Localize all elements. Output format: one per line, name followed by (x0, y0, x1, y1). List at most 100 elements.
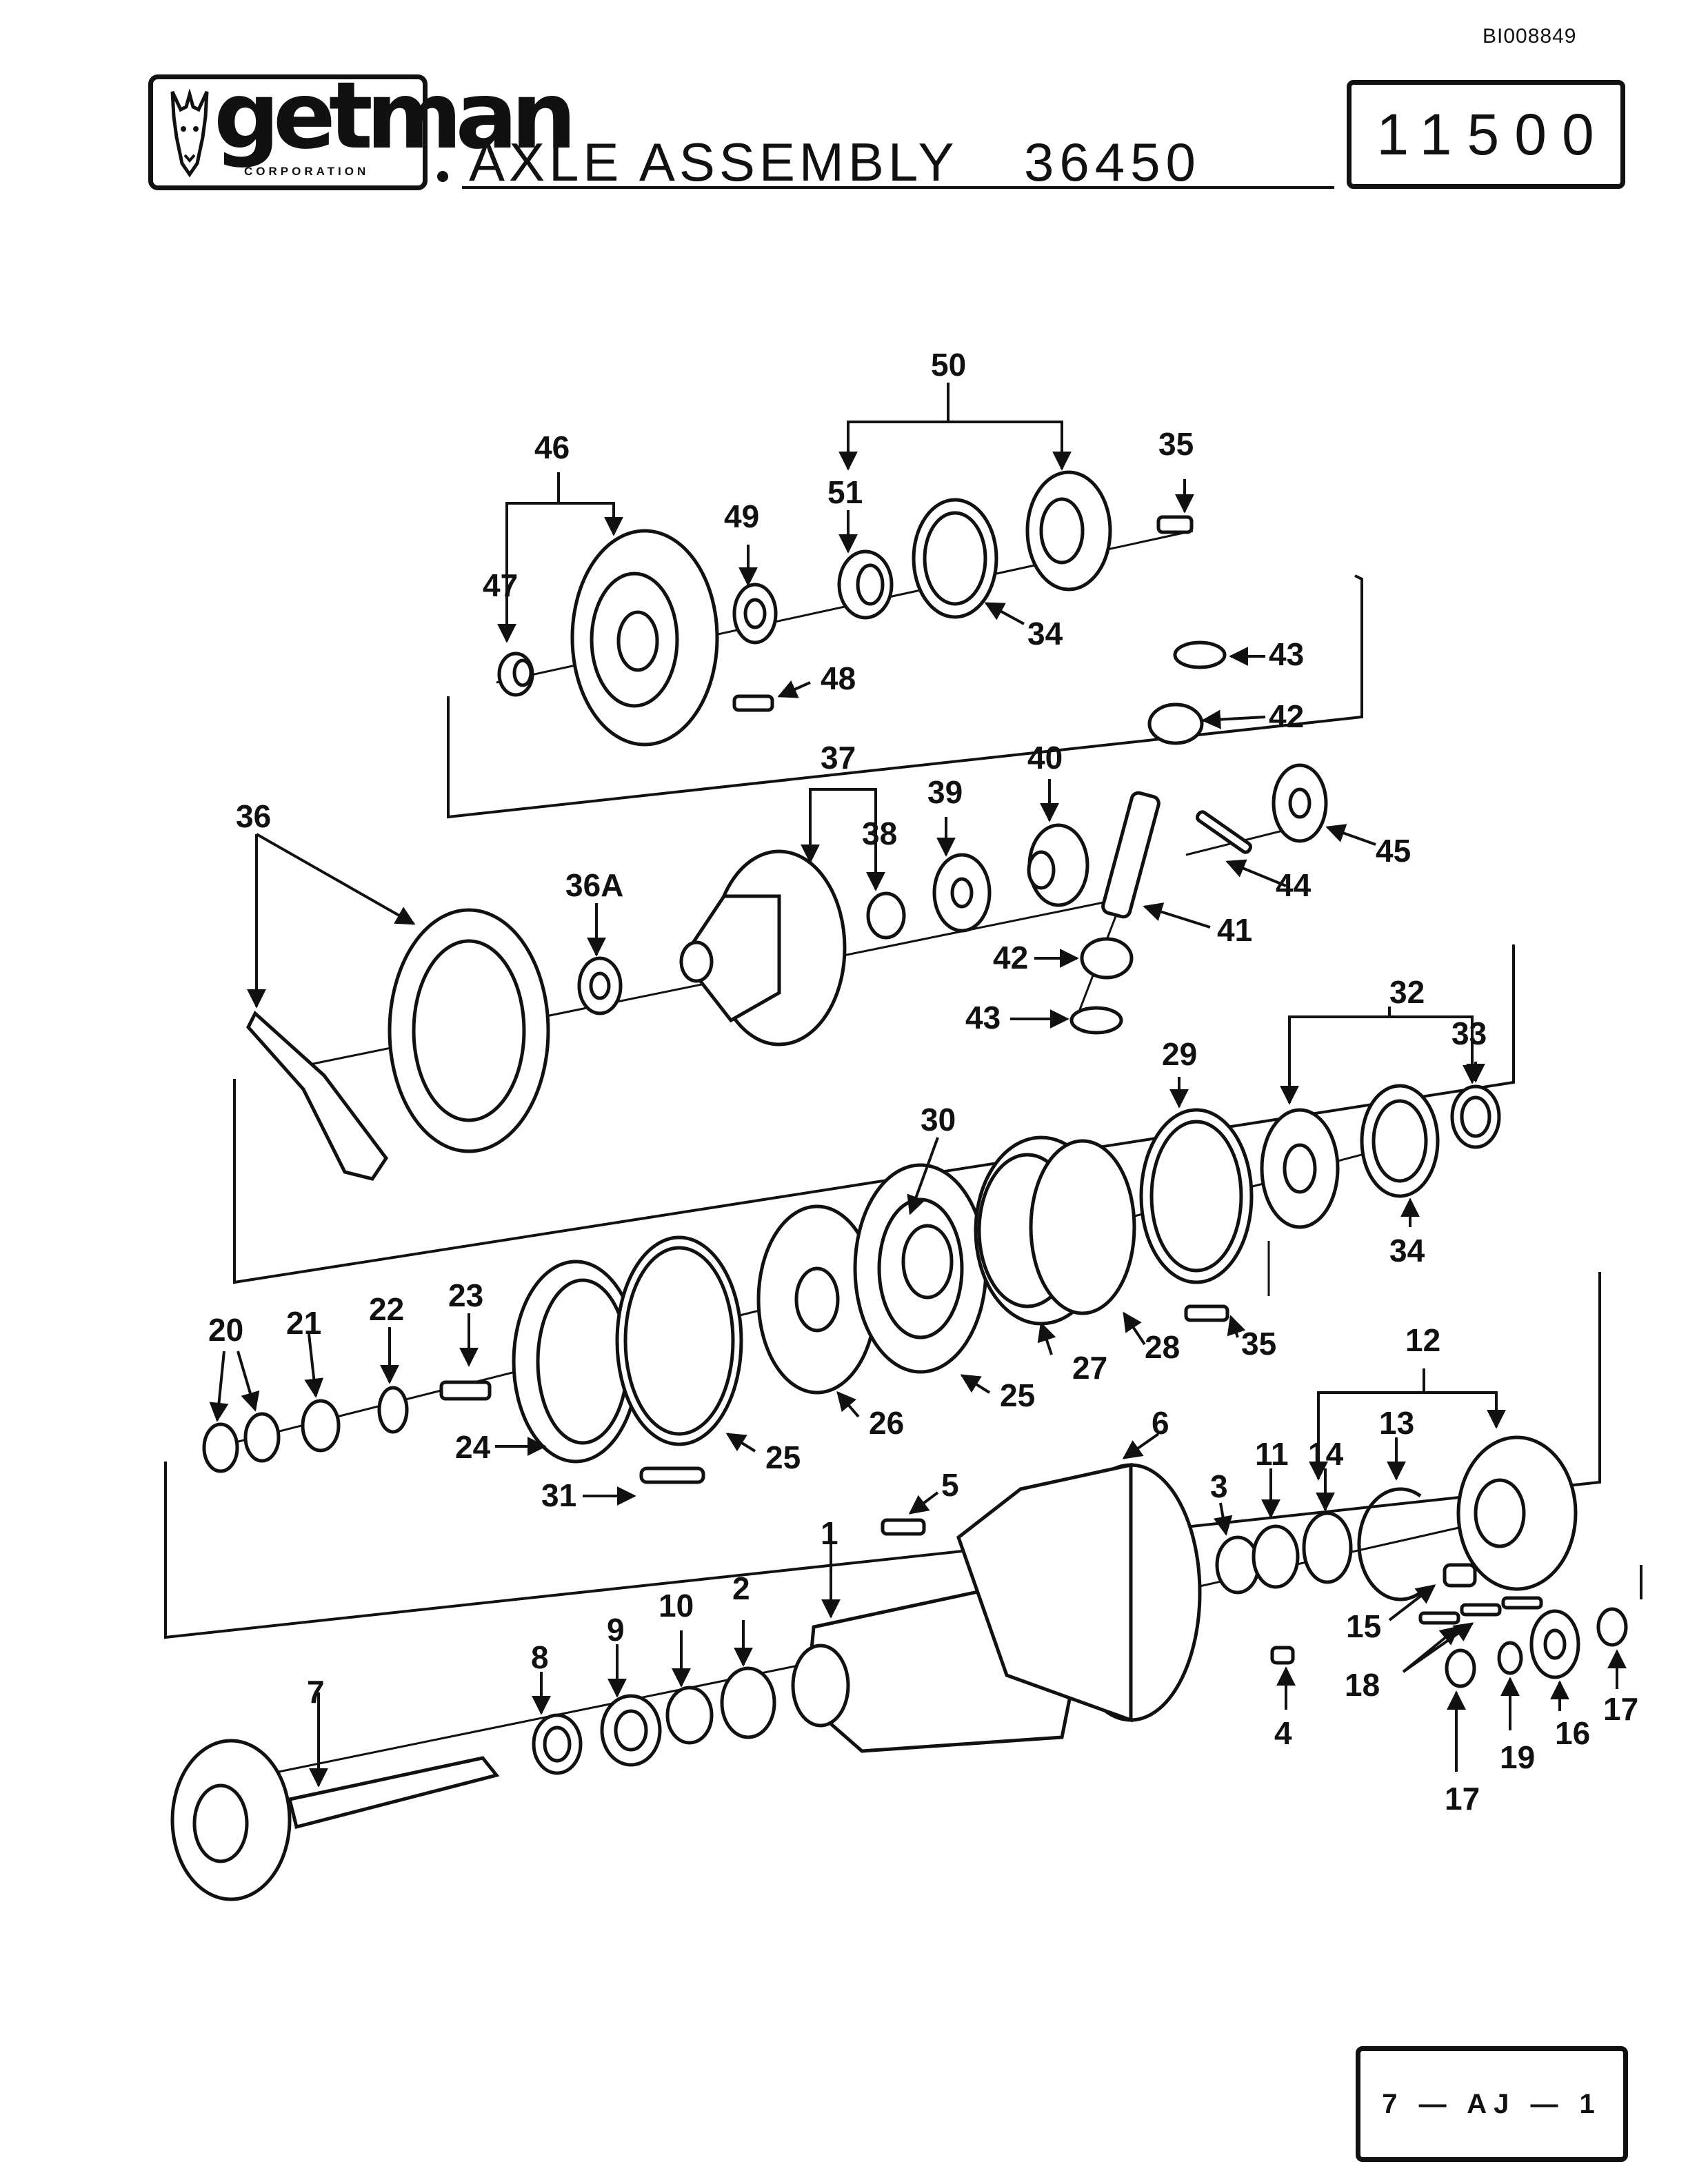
callout-28: 28 (1145, 1329, 1180, 1365)
callout-45: 45 (1376, 833, 1411, 869)
part-49-bearing (732, 583, 778, 645)
callout-4: 4 (1274, 1715, 1292, 1751)
callout-16: 16 (1555, 1715, 1590, 1751)
part-2-bearing-cup (720, 1666, 776, 1739)
callout-17a: 17 (1445, 1781, 1480, 1817)
part-29-seal-ring (1139, 1108, 1254, 1284)
mule-head-icon (170, 89, 209, 177)
part-17-washer-b (1596, 1607, 1628, 1647)
callout-38: 38 (862, 816, 897, 851)
part-36-pinion (246, 1010, 389, 1181)
assembly-number: 36450 (1024, 132, 1201, 192)
callout-27: 27 (1072, 1350, 1107, 1386)
page-number-box: 11500 (1347, 80, 1625, 189)
getman-logo: getman CORPORATION (148, 70, 576, 190)
callout-33: 33 (1451, 1015, 1487, 1051)
part-18-needles (1418, 1596, 1543, 1625)
part-34-gasket-upper (912, 498, 998, 619)
callout-42a: 42 (1269, 698, 1304, 734)
callout-39: 39 (927, 774, 963, 810)
document-id: BI008849 (1483, 25, 1577, 48)
title-bullet (437, 171, 448, 182)
part-38-bearing (866, 891, 906, 940)
part-5-bolt (881, 1518, 926, 1536)
callout-15: 15 (1346, 1608, 1381, 1644)
part-42-pinion-gear-lower (1080, 937, 1134, 980)
part-12-carrier (1456, 1435, 1578, 1591)
callout-43a: 43 (1269, 636, 1304, 672)
callout-25b: 25 (1000, 1377, 1035, 1413)
callout-10: 10 (659, 1588, 694, 1624)
callout-42b: 42 (993, 940, 1028, 975)
callout-30: 30 (921, 1102, 956, 1138)
part-17-washer-a (1445, 1648, 1476, 1688)
part-41-cross-shaft (1101, 791, 1160, 919)
part-30-hub (901, 1224, 954, 1300)
part-23-bolt (439, 1380, 492, 1401)
callout-1: 1 (821, 1515, 838, 1551)
callout-25a: 25 (765, 1439, 801, 1475)
part-6-hub (956, 1462, 1202, 1723)
footer-code-box: 7 — AJ — 1 (1356, 2046, 1628, 2162)
callout-5: 5 (941, 1467, 959, 1503)
part-3-bearing-cup (1215, 1535, 1260, 1595)
callout-32: 32 (1389, 974, 1425, 1010)
part-15-pin (1443, 1563, 1477, 1588)
part-24-ring-gear (512, 1260, 640, 1464)
part-13-retainer (1357, 1487, 1422, 1601)
callout-3: 3 (1210, 1468, 1228, 1504)
part-36a-bearing (577, 956, 623, 1015)
callout-11: 11 (1255, 1436, 1289, 1472)
callout-26: 26 (869, 1405, 904, 1441)
leader-lines (209, 383, 1627, 1788)
callout-6: 6 (1152, 1405, 1169, 1441)
part-14-snap-ring (1302, 1511, 1353, 1584)
page-title: AXLE ASSEMBLY (469, 132, 958, 192)
callout-44: 44 (1276, 867, 1312, 903)
callout-20: 20 (208, 1312, 243, 1348)
callout-12: 12 (1405, 1322, 1440, 1358)
part-40-side-gear (1027, 823, 1089, 907)
part-22-lock (377, 1386, 409, 1434)
callout-34b: 34 (1389, 1233, 1425, 1268)
callout-35b: 35 (1241, 1326, 1276, 1362)
callout-17b: 17 (1603, 1691, 1638, 1727)
part-39-washer (932, 853, 992, 933)
callout-43b: 43 (965, 1000, 1001, 1035)
row2-parts (246, 640, 1328, 1181)
part-33-seal (1450, 1084, 1501, 1149)
part-9-bearing-cone (600, 1694, 662, 1767)
callout-47: 47 (483, 567, 518, 603)
panel-outlines (164, 574, 1642, 1639)
part-19-bearing (1497, 1641, 1523, 1675)
callout-46: 46 (534, 429, 570, 465)
callout-51: 51 (827, 474, 863, 510)
part-48-bolt (732, 694, 774, 712)
callout-24: 24 (455, 1429, 491, 1465)
callout-36: 36 (236, 798, 271, 834)
part-50-cap (1025, 470, 1112, 592)
callout-40: 40 (1027, 740, 1063, 776)
callout-36a: 36A (565, 867, 623, 903)
row4-parts (170, 1435, 1628, 1901)
part-37-differential-case (679, 849, 847, 1046)
part-32-cover (1260, 1108, 1340, 1229)
callout-31: 31 (541, 1477, 576, 1513)
part-11-bearing (1252, 1524, 1300, 1589)
callout-9: 9 (607, 1612, 625, 1648)
callout-7: 7 (307, 1674, 325, 1710)
part-44-pin (1195, 810, 1253, 854)
part-21-nut (301, 1399, 341, 1453)
callout-34a: 34 (1027, 616, 1063, 651)
part-43-thrust-washer-lower (1069, 1006, 1123, 1035)
callout-23: 23 (448, 1277, 483, 1313)
part-28-piston (1029, 1139, 1136, 1315)
part-7-axle-shaft (170, 1739, 500, 1901)
callout-13: 13 (1379, 1405, 1414, 1441)
callout-37: 37 (821, 740, 856, 776)
callout-29: 29 (1162, 1036, 1197, 1072)
callout-41: 41 (1217, 912, 1252, 948)
part-34-gasket-lower (1360, 1084, 1440, 1198)
row1-parts (497, 470, 1194, 747)
